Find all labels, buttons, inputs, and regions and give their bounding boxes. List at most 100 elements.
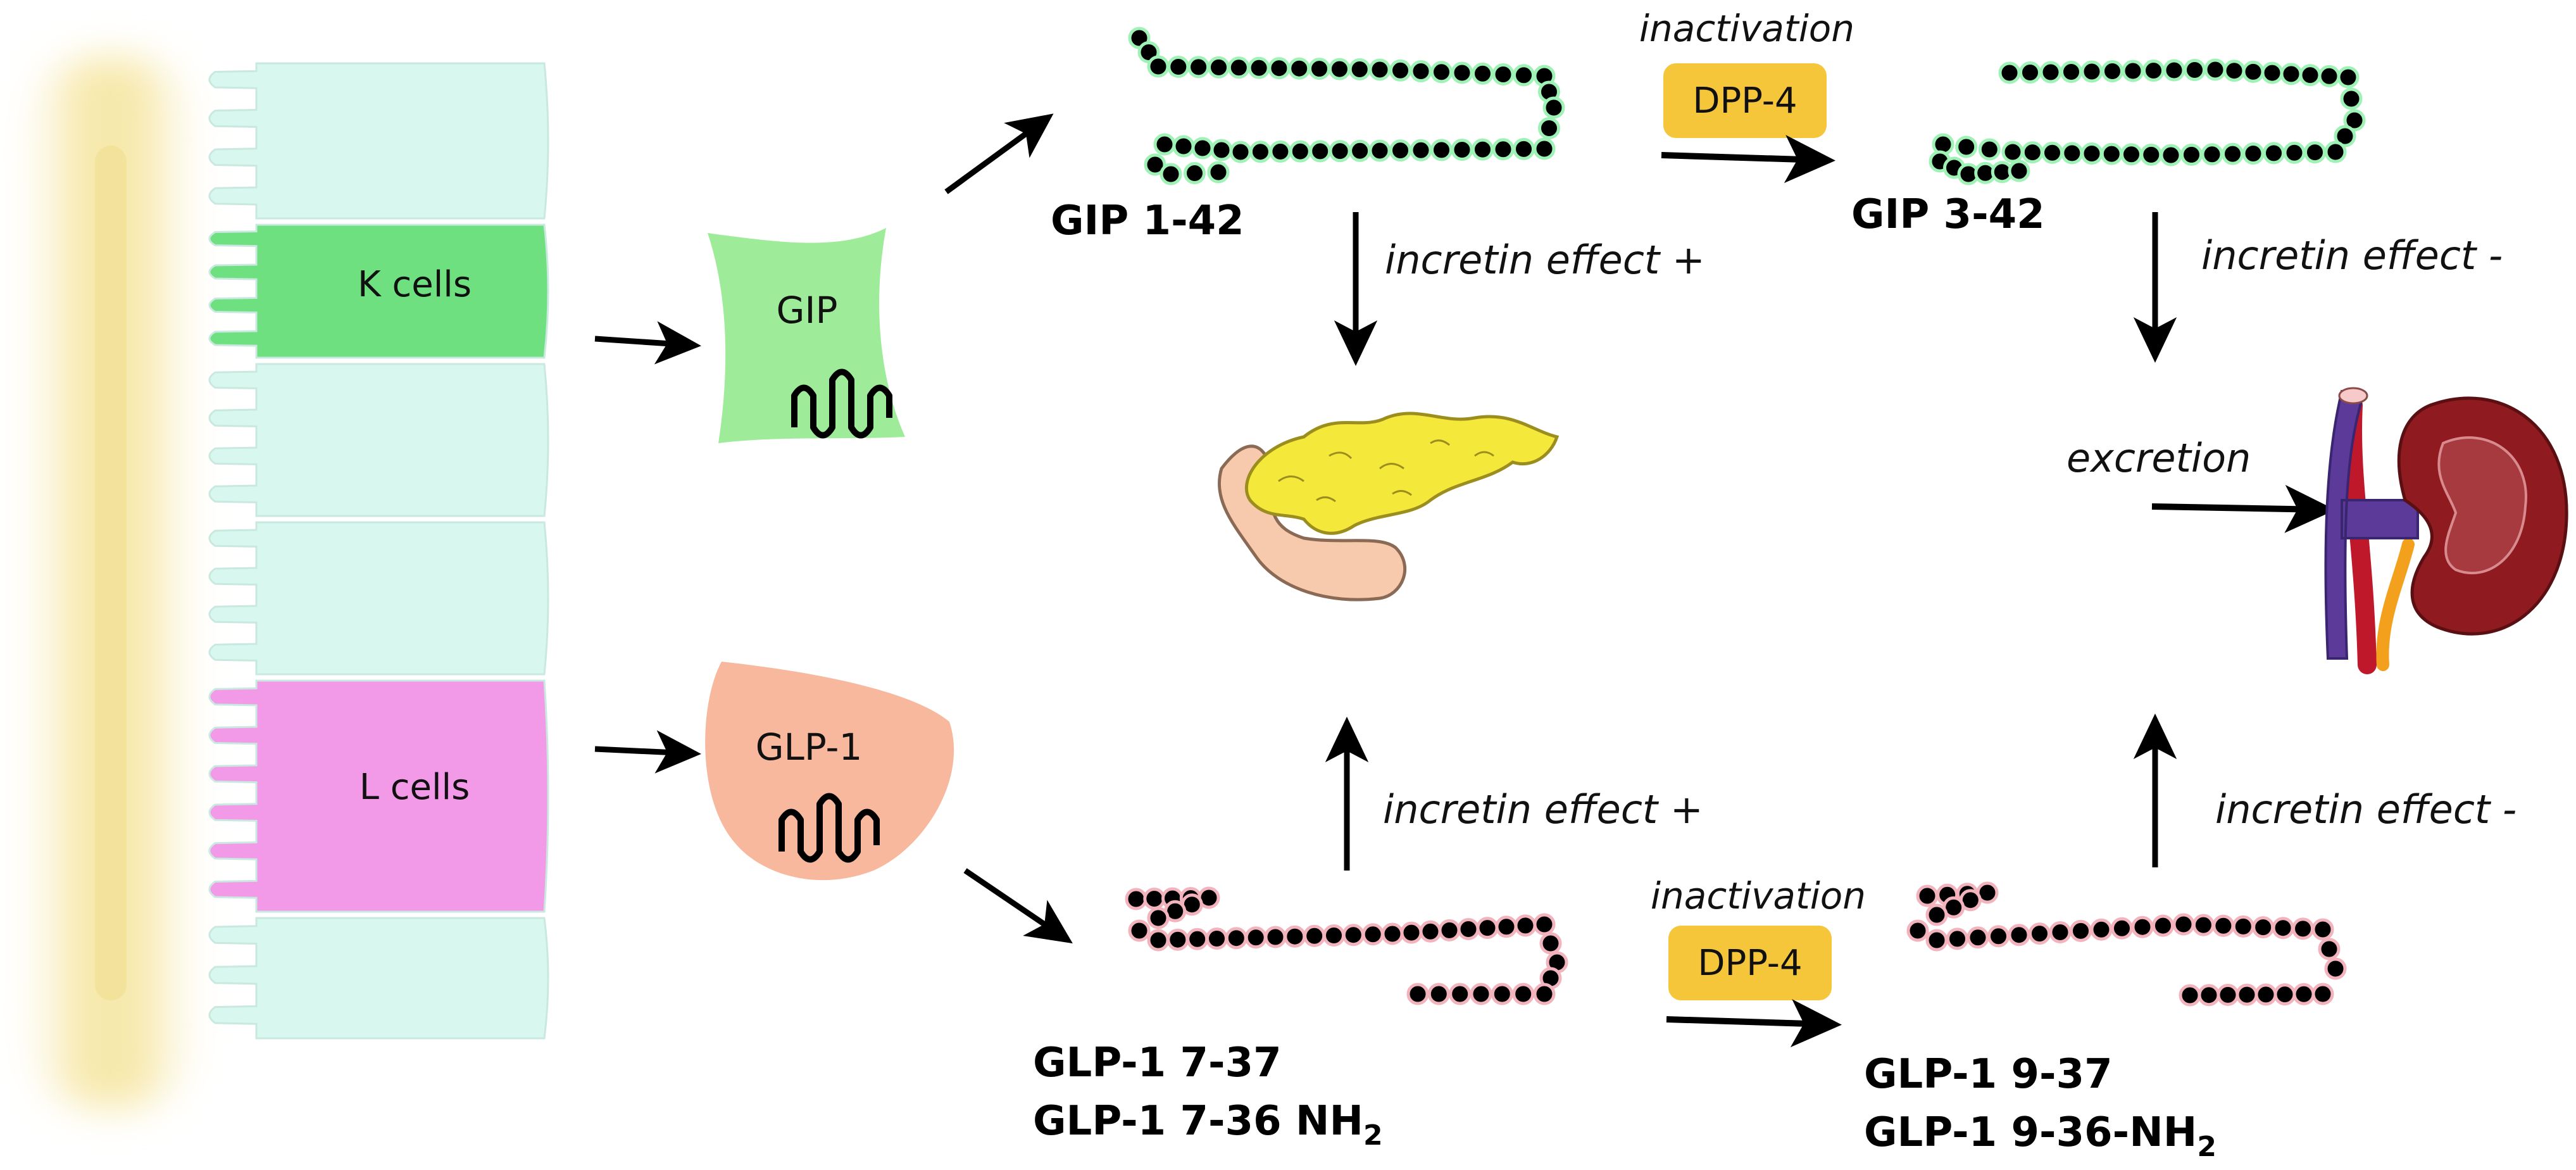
peptide-residue (1229, 141, 1252, 163)
arrow-l-to-glp1 (594, 730, 701, 774)
arrow-glp1-inactivation (1666, 999, 1842, 1048)
peptide-residue (1410, 139, 1432, 161)
peptide-residue (2163, 59, 2185, 82)
peptide-residue (1476, 917, 1499, 940)
peptide-residue (2100, 142, 2123, 165)
peptide-residue (2212, 914, 2235, 937)
peptide-residue (1514, 914, 1537, 937)
peptide-chains (1125, 27, 2366, 1007)
peptide-residue (2021, 141, 2044, 164)
peptide-residue (2204, 58, 2227, 81)
gip-inactive-label: GIP 3-42 (1851, 191, 2045, 238)
peptide-residue (1207, 161, 1230, 184)
peptide-residue (1244, 926, 1267, 949)
peptide-residue (2001, 141, 2024, 163)
peptide-residue (2280, 63, 2303, 85)
peptide-residue (1288, 57, 1311, 80)
peptide-residue (2223, 60, 2246, 82)
peptide-residue (1289, 140, 1311, 163)
gip-receptor-icon (791, 368, 892, 439)
dpp4-label-top: DPP-4 (1692, 80, 1797, 122)
glp1-inactive-label-line2: GLP-1 9-36-NH2 (1864, 1109, 2216, 1163)
epithelial-cell (208, 363, 549, 517)
glp1-inactive-label-line1: GLP-1 9-37 (1864, 1051, 2113, 1098)
peptide-residue (1328, 58, 1351, 80)
peptide-residue (1349, 139, 1372, 162)
peptide-residue (1987, 925, 2010, 948)
peptide-residue (1303, 924, 1326, 947)
peptide-residue (1916, 884, 1939, 907)
peptide-residue (1539, 932, 1562, 955)
peptide-residue (1491, 983, 1513, 1005)
peptide-residue (1906, 919, 1929, 942)
arrow-gip-inactivation (1661, 135, 1835, 184)
dpp4-badge-bottom (1668, 926, 1832, 1000)
peptide-residue (1472, 138, 1494, 161)
glp1-inactive-effect: incretin effect - (2215, 786, 2517, 833)
peptide-residue (1284, 925, 1306, 948)
peptide-residue (2029, 922, 2051, 945)
peptide-residue (1227, 56, 1250, 79)
vein (2324, 389, 2419, 660)
peptide-residue (2334, 125, 2356, 148)
peptide-residue (1166, 928, 1189, 951)
peptide-residue (2299, 64, 2322, 87)
arrow-glp1-to-peptide (963, 868, 1073, 944)
peptide-residue (2179, 984, 2201, 1007)
peptide-residue (1419, 920, 1442, 943)
peptide-residue (1472, 62, 1494, 85)
peptide-residue (2232, 915, 2254, 938)
peptide-residue (2318, 65, 2341, 87)
peptide-residue (2337, 66, 2360, 89)
peptide-residue (2272, 917, 2294, 940)
peptide-residue (1269, 140, 1292, 163)
intestinal-epithelium (208, 62, 549, 1040)
peptide-residue (2049, 921, 2072, 943)
arrow-k-to-gip (594, 321, 701, 365)
peptide-residue (1538, 117, 1560, 139)
vein-cap (2338, 387, 2368, 405)
peptide-residue (2340, 87, 2363, 110)
peptide-residue (1438, 919, 1461, 941)
dpp4-badge-top (1663, 63, 1827, 138)
arrow-gip-to-peptide (944, 113, 1054, 194)
peptide-residue (1410, 60, 1432, 82)
peptide-residue (1186, 928, 1209, 950)
peptide-residue (1492, 63, 1515, 85)
peptide-residue (2180, 143, 2203, 166)
glp1-hormone-blob (705, 662, 954, 881)
gip-hormone-blob (708, 228, 905, 443)
kidney-medulla (2437, 436, 2527, 574)
glp1-hormone-label: GLP-1 (756, 726, 863, 769)
peptide-residue (1268, 57, 1291, 80)
peptide-residue (1167, 56, 1190, 78)
pancreas-body (1245, 412, 1560, 535)
peptide-residue (2184, 59, 2206, 81)
peptide-residue (2222, 142, 2244, 165)
peptide-residue (1400, 921, 1423, 944)
glp1-receptor-icon (778, 793, 880, 863)
gip-inactive-effect: incretin effect - (2201, 232, 2503, 279)
peptide-residue (2019, 61, 2041, 84)
peptide-residue (1144, 153, 1166, 176)
peptide-residue (1470, 983, 1492, 1005)
peptide-residue (2192, 914, 2215, 936)
peptide-residue (1361, 923, 1384, 946)
peptide-residue (2324, 957, 2347, 980)
pancreas-texture (1278, 439, 1494, 503)
peptide-residue (2122, 60, 2144, 82)
peptide-residue (1172, 135, 1195, 158)
k-cell (208, 223, 549, 359)
peptide-residue (2318, 938, 2341, 960)
epithelial-cell (208, 917, 549, 1040)
peptide-residue (2008, 160, 2030, 182)
peptide-residue (1323, 924, 1345, 947)
peptide-residue (2242, 60, 2265, 83)
peptide-residue (1381, 922, 1404, 945)
peptide-residue (2172, 913, 2195, 936)
peptide-residue (1925, 903, 1948, 926)
peptide-residue (2131, 915, 2154, 938)
k-cells-label: K cells (358, 264, 472, 305)
peptide-residue (1348, 58, 1371, 80)
peptide-residue (2216, 983, 2239, 1006)
